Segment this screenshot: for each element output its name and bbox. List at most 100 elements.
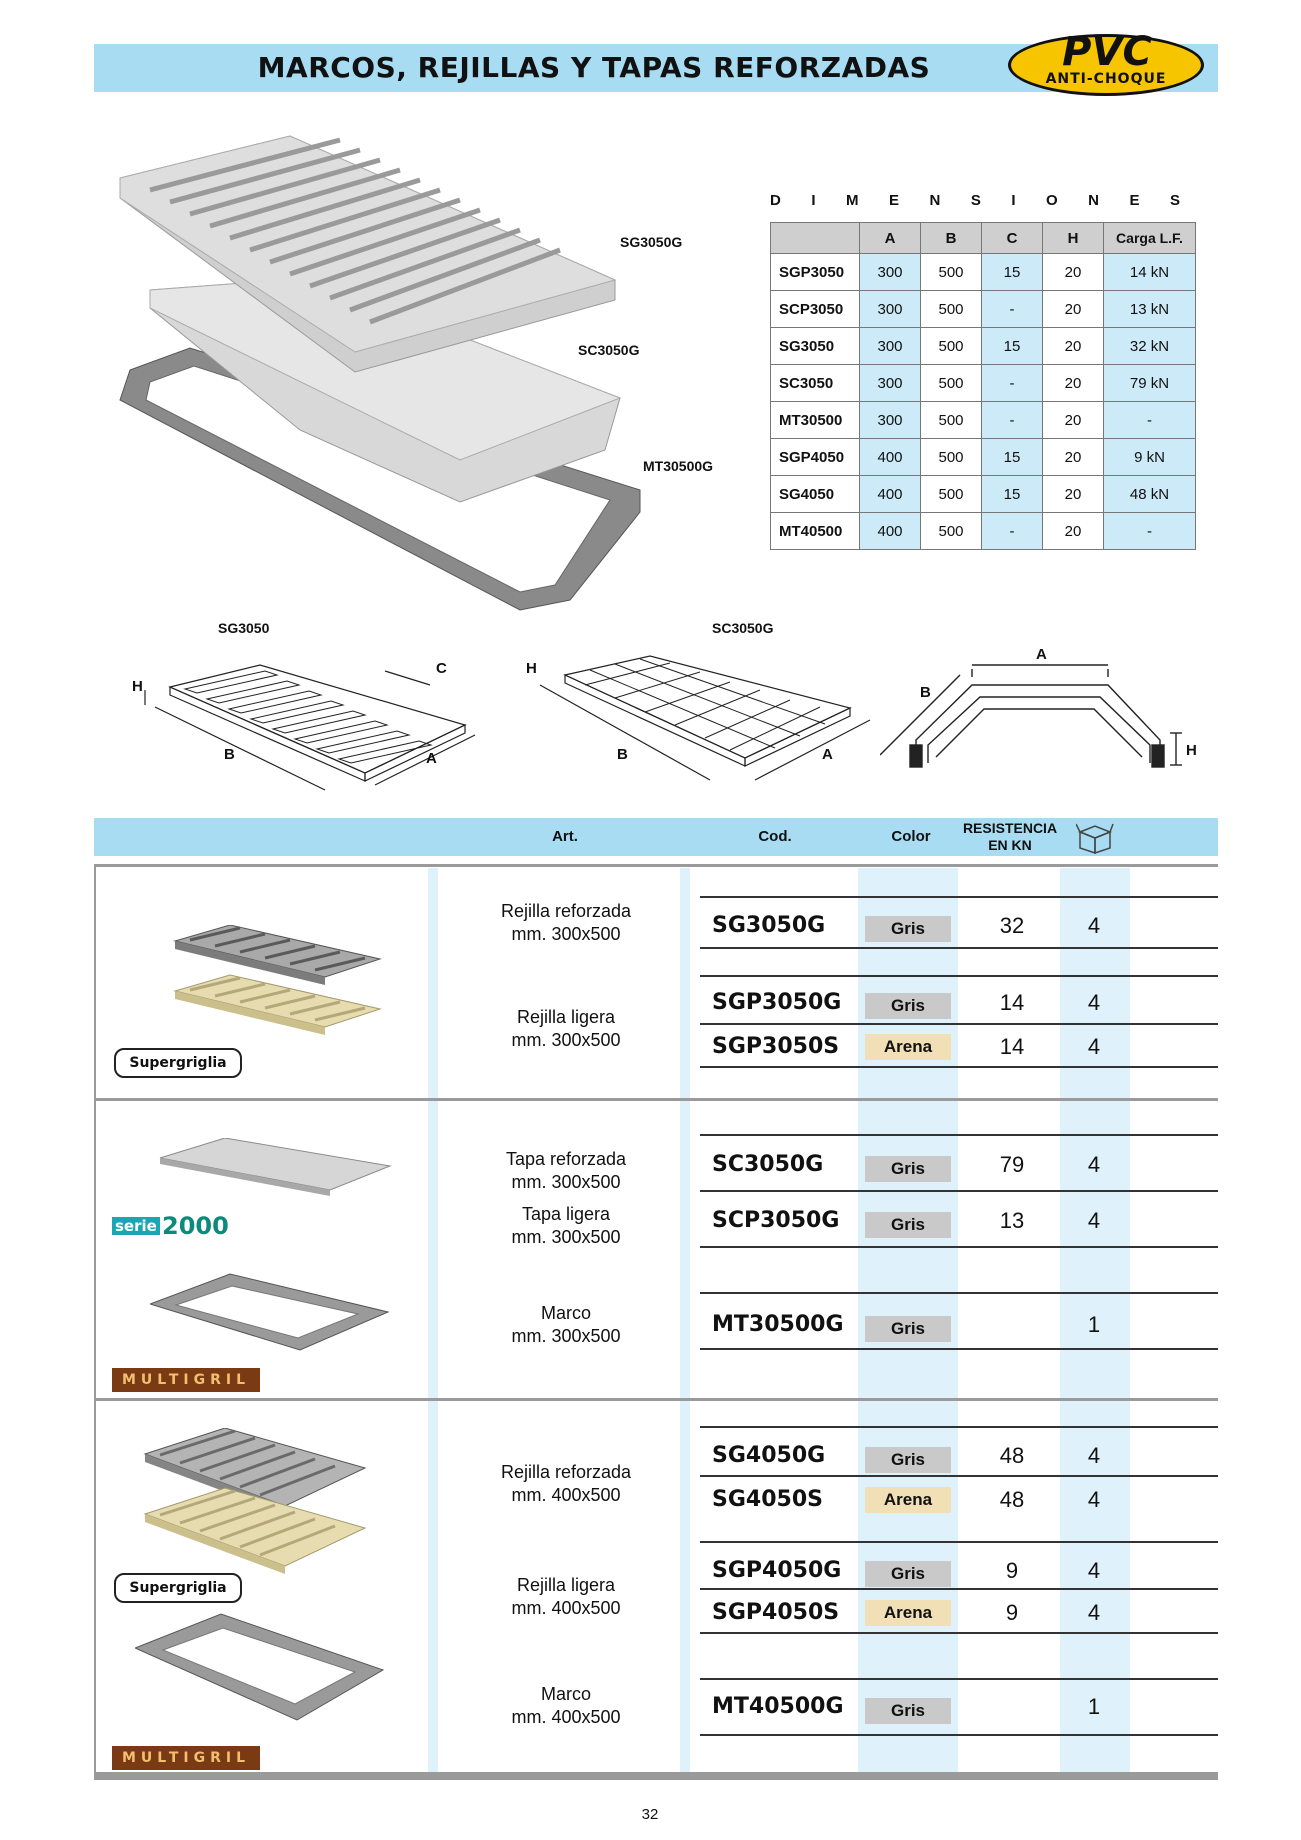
resistance-value: 79 [999,1152,1025,1177]
row-rule [700,1190,1218,1192]
drawing-cover-b: B [617,746,628,763]
multigril-logo: MULTIGRIL [112,1746,260,1770]
row-rule [700,1246,1218,1248]
dimensions-load: 13 kN [1103,290,1196,328]
dimensions-code: MT40500 [770,512,860,550]
dimensions-c: - [981,364,1043,402]
dimensions-code: SG4050 [770,475,860,513]
dimensions-row: SGP4050 400 500 15 20 9 kN [770,438,1196,476]
resistance-value: 13 [999,1208,1025,1233]
product-code: MT40500G [712,1694,844,1719]
desc-line: Rejilla reforzada [500,1462,632,1482]
dimensions-h: 20 [1042,401,1104,439]
supergriglia-logo-text: Supergriglia [129,1580,227,1596]
figure-label-grate: SG3050G [620,234,683,250]
row-rule [700,975,1218,977]
dimensions-a: 300 [859,327,921,365]
dimensions-c: - [981,512,1043,550]
dimensions-code: SGP3050 [770,253,860,291]
column-header-cod: Cod. [758,828,792,845]
dimensions-a: 300 [859,401,921,439]
dimensions-h: 20 [1042,327,1104,365]
color-chip: Arena [865,1034,951,1060]
dimensions-header-b: B [920,222,982,254]
dimensions-load: 14 kN [1103,253,1196,291]
color-chip: Arena [865,1487,951,1513]
product-code: SG4050S [712,1487,823,1512]
box-quantity: 4 [1087,1208,1101,1233]
pvc-badge [1008,34,1204,96]
product-table-header [94,818,1218,856]
column-header-art: Art. [552,828,578,845]
product-code: SC3050G [712,1152,824,1177]
dimensions-a: 400 [859,475,921,513]
drawing-frame-h: H [1186,742,1197,759]
box-column-band [1060,868,1130,1775]
dimensions-h: 20 [1042,364,1104,402]
dimensions-c: 15 [981,438,1043,476]
desc-line: mm. 300x500 [511,1227,621,1247]
section-divider [94,1772,1218,1780]
dimensions-c: 15 [981,253,1043,291]
desc-frame-400: Marco mm. 400x500 [466,1683,666,1729]
product-image-grates-400 [143,1428,367,1574]
box-icon [1076,823,1114,854]
color-chip: Gris [865,1316,951,1342]
drawing-grate-c: C [436,660,447,677]
desc-line: Marco [540,1684,591,1704]
box-quantity: 4 [1087,1152,1101,1177]
dimensions-c: - [981,290,1043,328]
product-code: SG3050G [712,913,826,938]
desc-line: mm. 400x500 [511,1598,621,1618]
dimensions-code: SGP4050 [770,438,860,476]
color-chip: Gris [865,1156,951,1182]
dimensions-row: SC3050 300 500 - 20 79 kN [770,364,1196,402]
dimensions-b: 500 [920,438,982,476]
dimensions-b: 500 [920,512,982,550]
figure-label-cover: SC3050G [578,342,640,358]
box-quantity: 4 [1087,1487,1101,1512]
color-chip: Gris [865,1561,951,1587]
desc-line: mm. 300x500 [511,1326,621,1346]
dimensions-row: SG4050 400 500 15 20 48 kN [770,475,1196,513]
drawing-grate-b: B [224,746,235,763]
dimensions-header-h: H [1042,222,1104,254]
dimensions-title-text: DIMENSIONES [770,192,1211,209]
dimensions-row: MT40500 400 500 - 20 - [770,512,1196,550]
color-chip: Gris [865,1698,951,1724]
box-quantity: 1 [1087,1694,1101,1719]
figure-label-frame: MT30500G [643,458,714,474]
resistance-value: 48 [999,1487,1025,1512]
pvc-badge-main: PVC [1062,29,1152,75]
desc-line: Tapa reforzada [505,1149,627,1169]
row-rule [700,1475,1218,1477]
product-image-cover-300 [159,1138,392,1196]
desc-line: Marco [540,1303,591,1323]
dimensions-c: 15 [981,475,1043,513]
resistance-value: 14 [999,990,1025,1015]
multigril-logo-text: MULTIGRIL [121,1750,251,1766]
column-header-resistance: RESISTENCIA EN KN [960,820,1060,854]
dimensions-load: 9 kN [1103,438,1196,476]
drawing-cover-h: H [526,660,537,677]
product-code: SGP3050S [712,1034,840,1059]
product-code: SGP4050G [712,1558,842,1583]
dimensions-load: - [1103,401,1196,439]
box-quantity: 4 [1087,913,1101,938]
product-code: SGP3050G [712,990,842,1015]
box-quantity: 4 [1087,1443,1101,1468]
dimensions-h: 20 [1042,475,1104,513]
product-image-frame-300 [150,1273,390,1351]
row-rule [700,896,1218,898]
dimensions-row: SCP3050 300 500 - 20 13 kN [770,290,1196,328]
desc-line: mm. 400x500 [511,1707,621,1727]
dimensions-h: 20 [1042,253,1104,291]
dimensions-c: 15 [981,327,1043,365]
row-rule [700,1134,1218,1136]
dimensions-code: SCP3050 [770,290,860,328]
resistance-value: 9 [1005,1558,1019,1583]
dimensions-a: 300 [859,364,921,402]
